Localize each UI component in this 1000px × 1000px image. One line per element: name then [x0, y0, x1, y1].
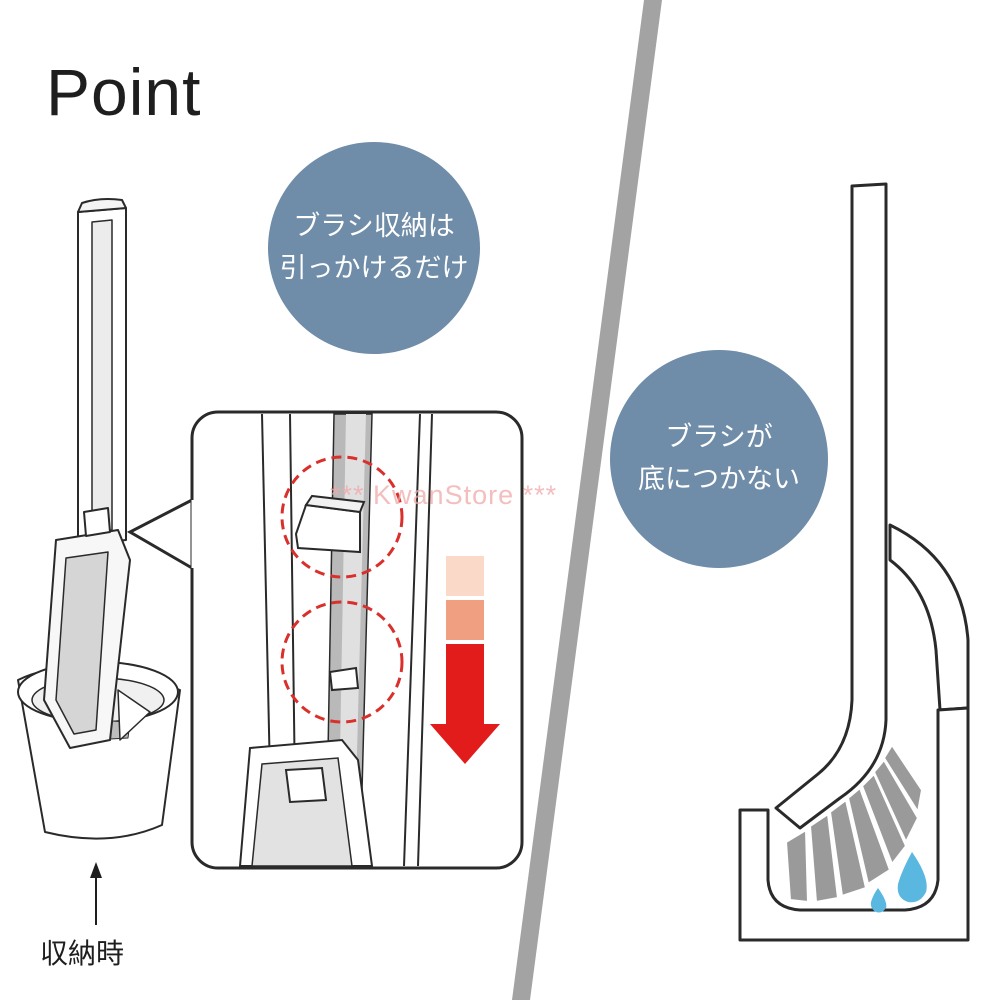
- bottom-info-bubble: ブラシが 底につかない: [610, 350, 828, 568]
- stored-brush-illustration: [17, 198, 181, 840]
- diagonal-divider: [512, 0, 662, 1000]
- page-title: Point: [46, 55, 202, 129]
- watermark: *** KwanStore ***: [330, 480, 558, 510]
- storage-caption: 収納時: [40, 937, 125, 970]
- bottom-info-line-1: ブラシが: [665, 422, 773, 453]
- storage-info-line-1: ブラシ収納は: [293, 211, 455, 242]
- brush-bristles: [784, 743, 924, 904]
- holder-cross-section: [738, 182, 970, 942]
- water-drops-icon: [870, 852, 927, 913]
- storage-info-bubble: ブラシ収納は 引っかけるだけ: [268, 142, 480, 354]
- storage-info-line-2: 引っかけるだけ: [279, 253, 469, 284]
- down-arrow-icon: [430, 556, 500, 764]
- highlight-circles: [280, 455, 404, 724]
- zoom-detail-content: [238, 413, 433, 867]
- bottom-info-line-2: 底につかない: [638, 464, 800, 495]
- up-arrow-icon: [90, 862, 102, 925]
